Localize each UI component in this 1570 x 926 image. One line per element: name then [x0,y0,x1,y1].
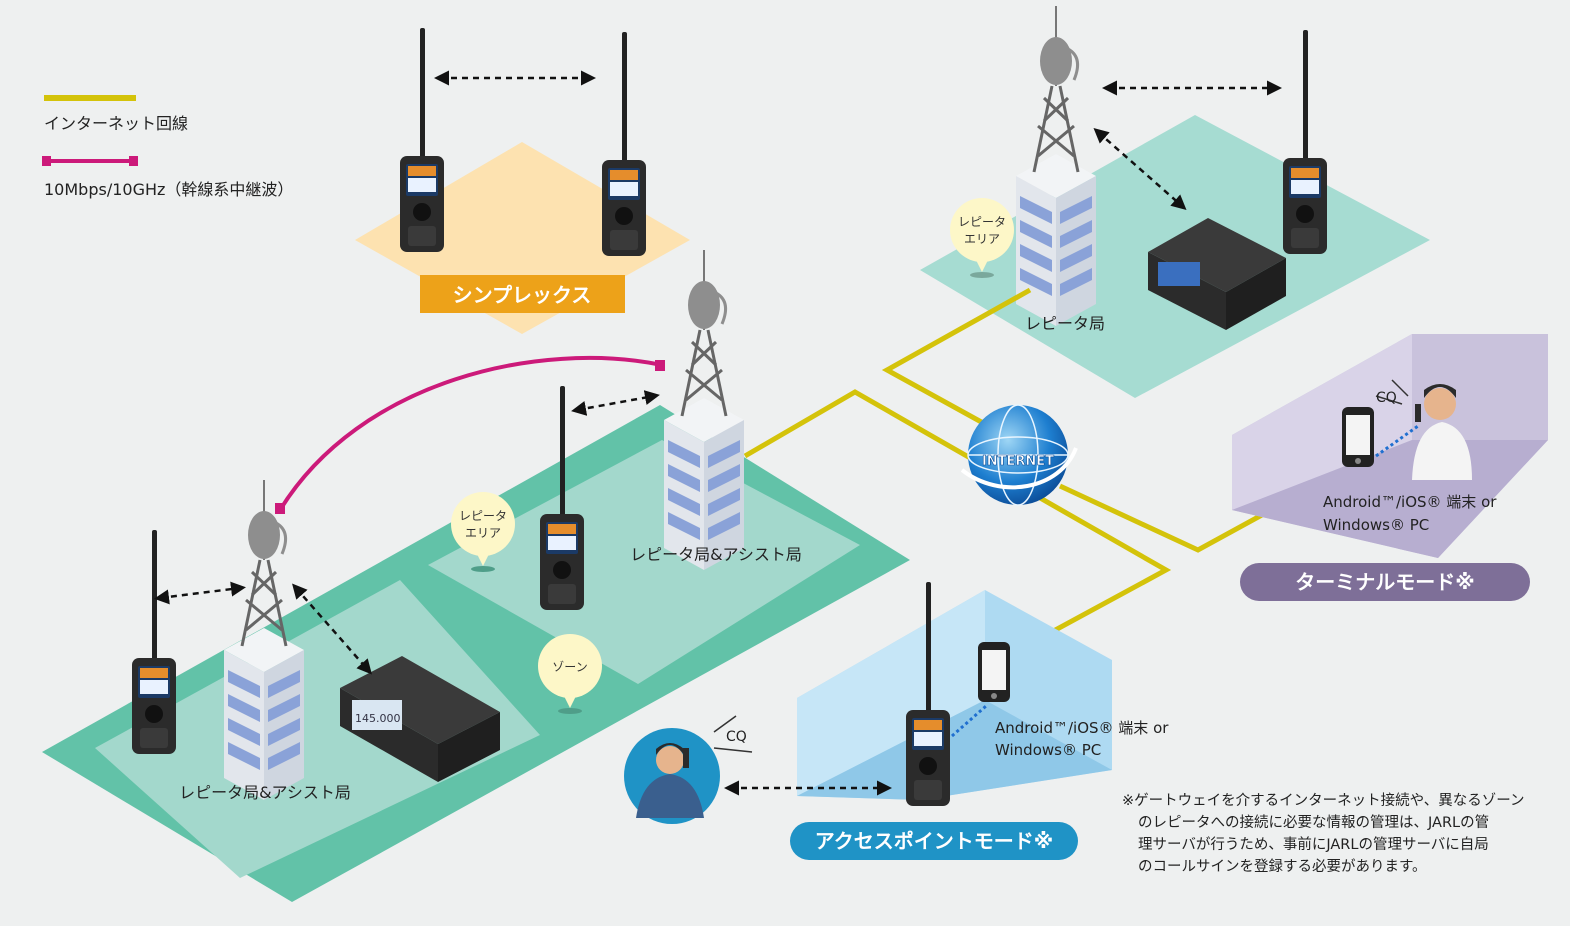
simplex-radio-left [400,28,444,252]
footnote-line2: のレピータへの接続に必要な情報の管理は、JARLの管 [1138,815,1490,831]
zone-center-link [571,390,660,416]
access-room-back [797,590,985,796]
zone-center-bubble-line1: レピータ [459,509,507,523]
internet-label: INTERNET [982,454,1054,469]
microwave-link-arc [278,355,663,512]
zone-bubble [538,634,602,714]
simplex-tag [420,275,625,313]
simplex-tag-label: シンプレックス [453,283,592,307]
terminal-cq-line-bottom [1391,379,1409,397]
zone-bubble-label: ゾーン [552,660,587,674]
access-device-line2: Windows® PC [995,741,1101,759]
repeater-top-mobile-rig [1148,218,1286,330]
footnote-line3: 理サーバが行うため、事前にJARLの管理サーバに自局 [1138,837,1489,853]
access-room-floor [797,700,1112,800]
zone-left-label: レピータ局&アシスト局 [179,783,351,802]
internet-globe [960,404,1078,506]
microwave-end-right [655,360,665,371]
footnote-line4: のコールサインを登録する必要があります。 [1138,859,1427,875]
simplex-radio-right [602,32,646,256]
access-cq: CQ [726,729,747,745]
zone-left-link-radio [154,581,246,605]
terminal-cq-line-top [1375,395,1403,405]
legend-microwave-cap-left [42,156,51,166]
zone-center-inner [428,440,860,684]
repeater-top-bubble [950,198,1014,278]
zone-outer-ground [42,405,910,902]
access-cq-line-bottom [713,747,753,753]
terminal-phone-link [1375,424,1419,458]
zone-left-link-rig [292,583,372,675]
terminal-phone [1342,407,1374,467]
legend-microwave-label: 10Mbps/10GHz（幹線系中継波） [44,180,293,199]
terminal-tag-label: ターミナルモード※ [1295,570,1474,594]
access-tag-label: アクセスポイントモード※ [815,829,1053,853]
access-phone-link [951,704,987,738]
access-person [624,728,720,824]
access-tag [790,822,1078,860]
footnote: ※ゲートウェイを介するインターネット接続や、異なるゾーン のレピータへの接続に必… [1122,790,1542,878]
repeater-top-radio [1283,30,1327,254]
terminal-tag [1240,563,1530,601]
repeater-top-label: レピータ局 [1025,314,1105,333]
repeater-top-bubble-line2: エリア [964,232,1000,246]
zone-center-bubble-line2: エリア [465,526,501,540]
footnote-line1: ※ゲートウェイを介するインターネット接続や、異なるゾーン [1122,793,1525,809]
repeater-top-bubble-line1: レピータ [958,215,1006,229]
zone-left-rig-display: 145.000 [355,712,401,725]
repeater-top-building [1014,4,1098,328]
zone-left-inner [95,580,540,878]
repeater-top-link-rig [1093,128,1187,210]
access-cq-line-top [713,715,737,733]
zone-center-label: レピータ局&アシスト局 [630,545,802,564]
legend-microwave-cap-right [129,156,138,166]
terminal-device-line2: Windows® PC [1323,516,1429,534]
microwave-end-left [275,503,285,514]
access-phone [978,642,1010,702]
terminal-device-line1: Android™/iOS® 端末 or [1323,493,1497,511]
terminal-cq: CQ [1376,390,1397,406]
zone-left-radio [132,530,176,754]
access-device-line1: Android™/iOS® 端末 or [995,719,1169,737]
zone-center-building [662,248,746,572]
terminal-room-back [1232,334,1412,510]
terminal-person [1412,384,1472,480]
legend-internet-label: インターネット回線 [44,114,188,133]
zone-left-mobile-rig [340,656,500,782]
zone-center-bubble [451,492,515,572]
